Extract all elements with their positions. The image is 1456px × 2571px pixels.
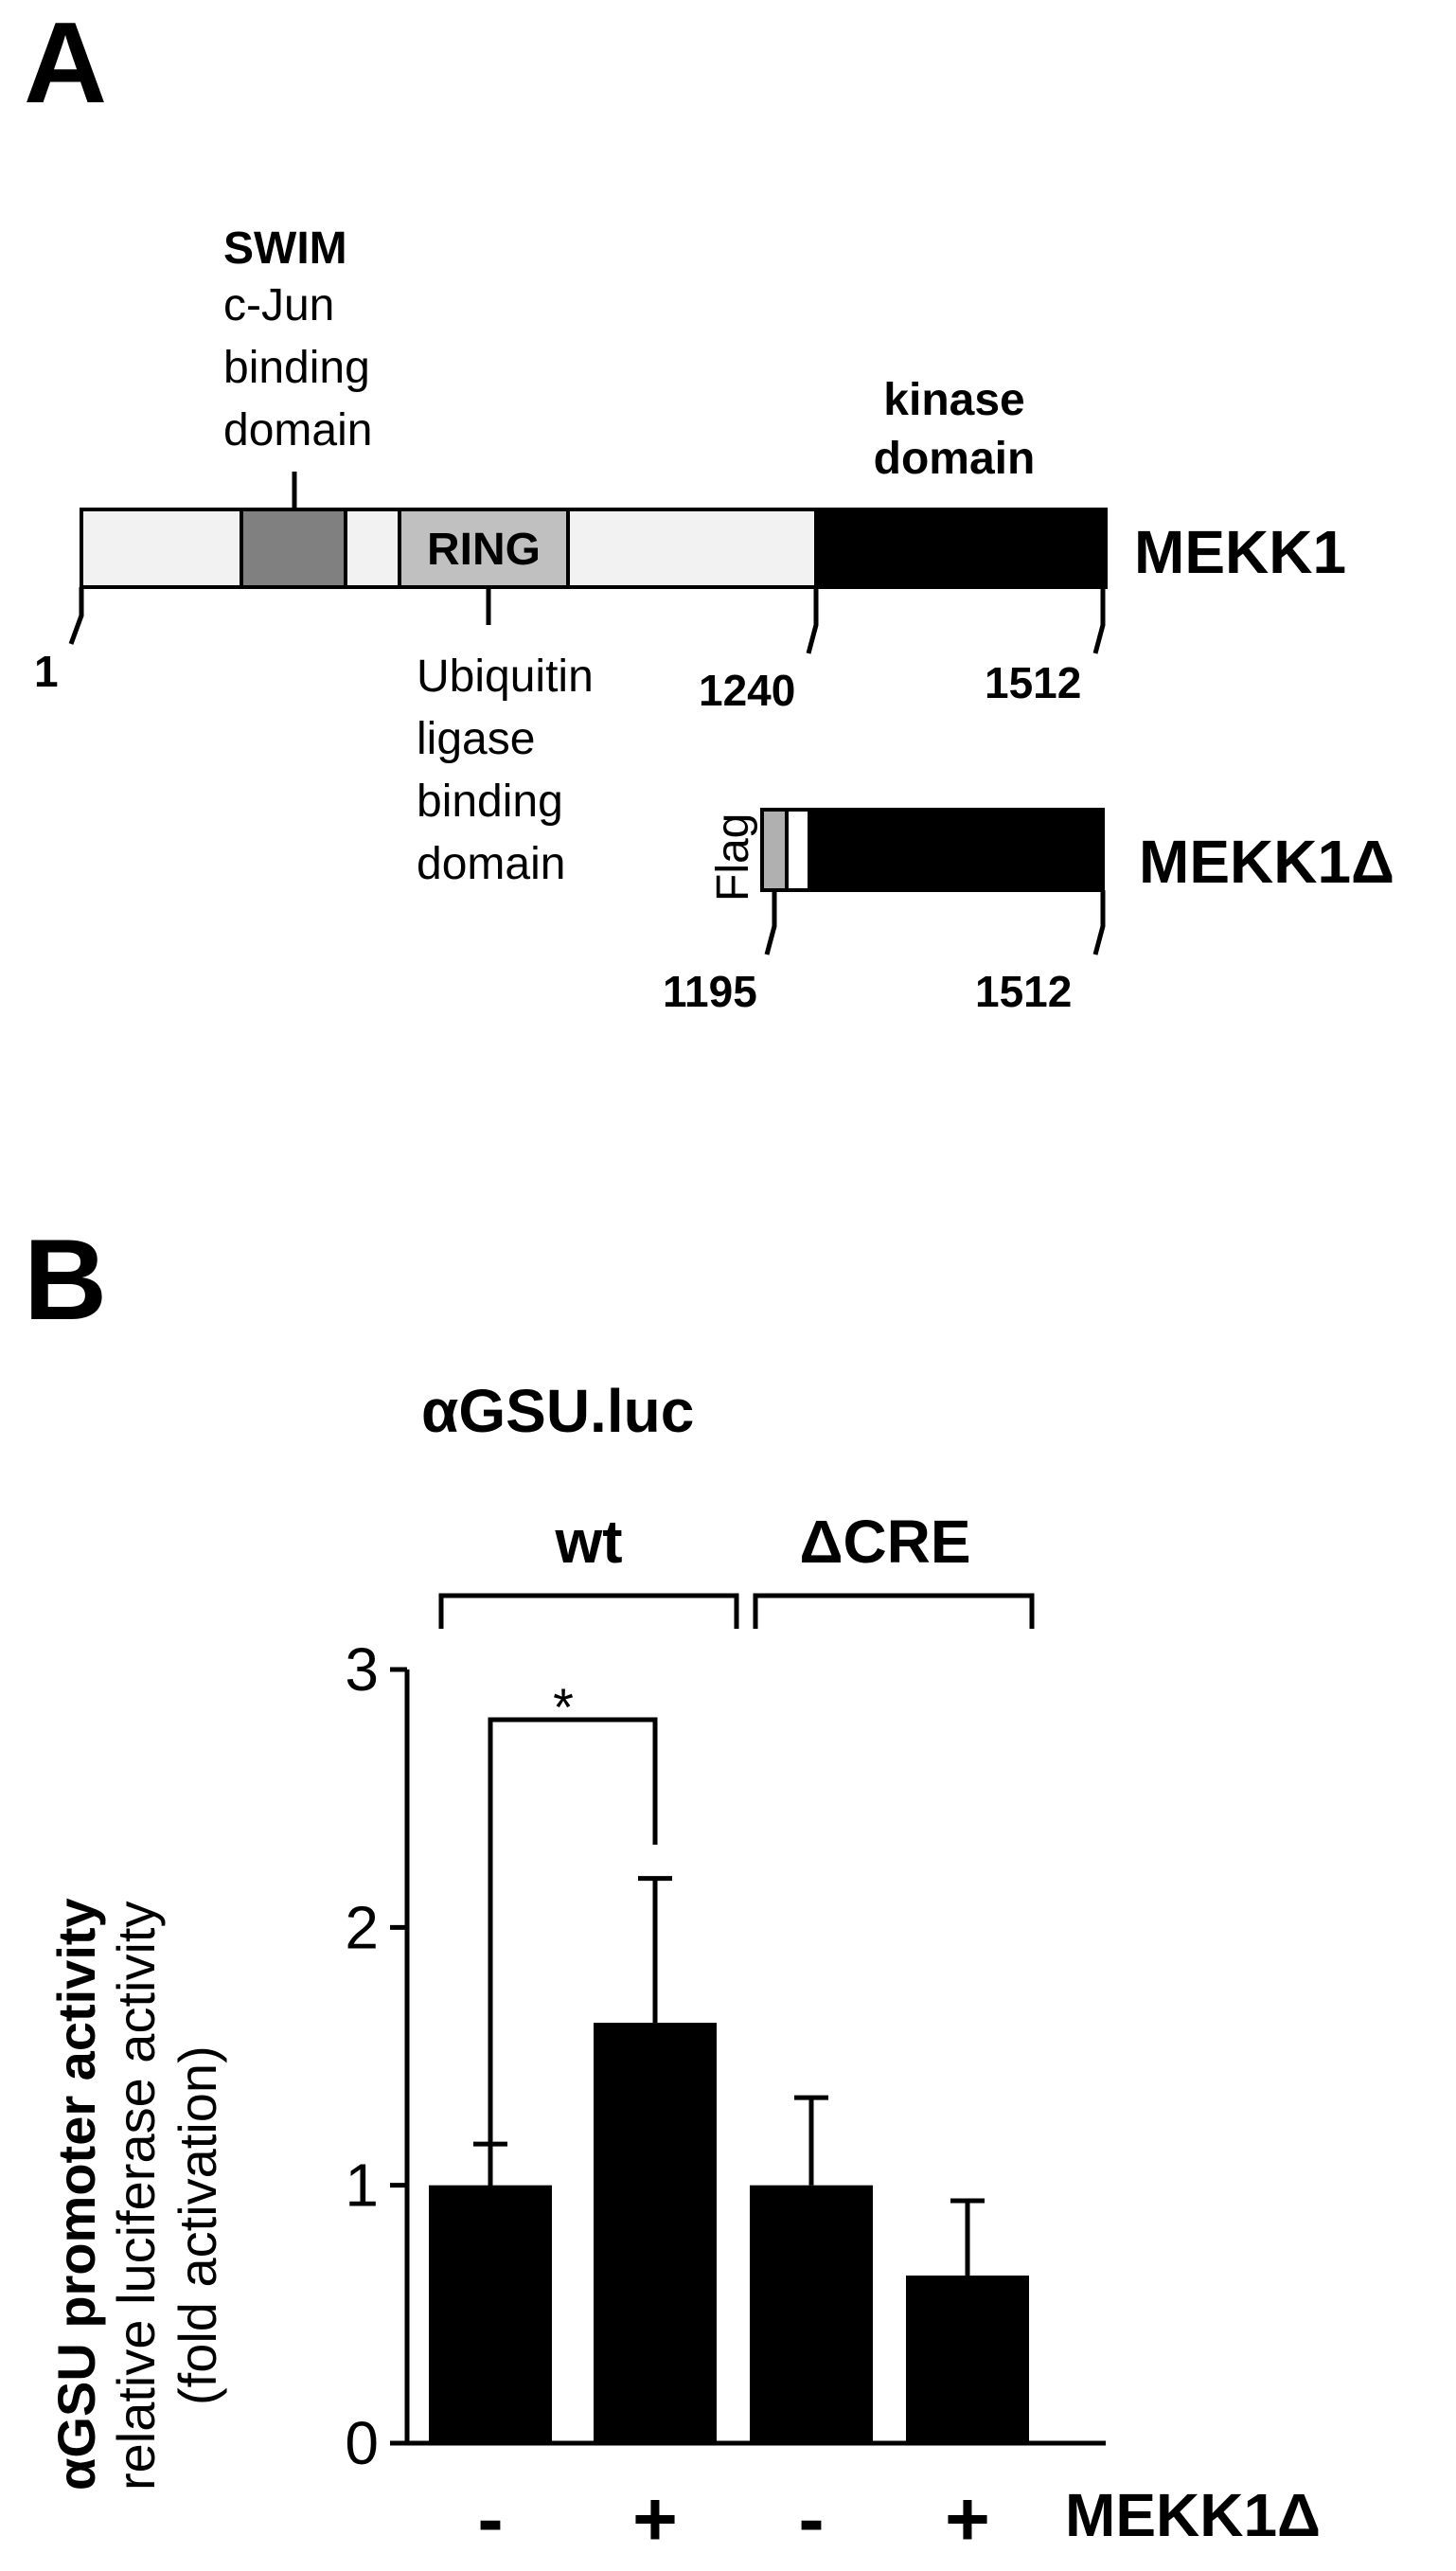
x-tick-label-4: + <box>945 2476 990 2562</box>
group-wt-bracket <box>438 1593 739 1629</box>
truncated-end-position: 1512 <box>975 967 1072 1016</box>
kinase-line-2: domain <box>874 434 1036 484</box>
swim-line-2: binding <box>223 343 370 393</box>
plot-area: 0 1 2 3 - + - + <box>345 1635 1106 2562</box>
truncated-start-tick <box>764 890 777 955</box>
mekk1-full-length: RING <box>80 508 1108 589</box>
mekk1-name: MEKK1 <box>1134 518 1346 586</box>
bar-4 <box>906 2275 1029 2443</box>
start-position: 1 <box>34 647 59 696</box>
truncated-kinase-box <box>808 808 1105 892</box>
flag-tag-box <box>760 808 789 892</box>
y-axis-title-line-1: αGSU promoter activity <box>46 1898 106 2491</box>
group-dcre-label: ΔCRE <box>799 1508 970 1576</box>
start-tick <box>68 587 84 645</box>
x-tick-label-3: - <box>798 2476 824 2562</box>
ring-line-3: binding <box>417 777 563 827</box>
y-tick-label-3: 3 <box>345 1635 379 1704</box>
y-tick-label-1: 1 <box>345 2151 379 2220</box>
truncated-end-tick <box>1092 890 1106 955</box>
treatment-label: MEKK1Δ <box>1065 2481 1321 2549</box>
significance-star: * <box>553 1677 574 1737</box>
group-wt-label: wt <box>554 1508 622 1576</box>
mekk1-truncated <box>760 808 1105 892</box>
bar-2 <box>594 2023 717 2443</box>
x-tick-label-2: + <box>632 2476 678 2562</box>
ring-line-1: Ubiquitin <box>417 652 594 702</box>
ring-line-4: domain <box>417 839 565 889</box>
construct-title: αGSU.luc <box>421 1377 694 1445</box>
flag-label: Flag <box>708 813 758 902</box>
group-dcre-bracket <box>753 1593 1035 1629</box>
y-axis-title-line-2: relative luciferase activity <box>106 1901 166 2491</box>
kinase-start-position: 1240 <box>699 666 795 715</box>
bar-3 <box>750 2185 873 2443</box>
significance-line <box>488 1717 658 2246</box>
mekk1-delta-name: MEKK1Δ <box>1139 828 1394 896</box>
truncated-start-position: 1195 <box>663 967 757 1016</box>
kinase-line-1: kinase <box>883 375 1024 425</box>
swim-title: SWIM <box>223 223 347 274</box>
significance-bracket: * <box>488 1677 658 2246</box>
end-tick <box>1092 587 1106 654</box>
y-tick-label-2: 2 <box>345 1893 379 1961</box>
y-axis-title: αGSU promoter activity relative lucifera… <box>46 1898 227 2491</box>
ring-line-2: ligase <box>417 714 535 764</box>
ring-label: RING <box>427 525 541 575</box>
panel-a: A SWIM c-Jun binding domain kinase domai… <box>24 0 1394 1016</box>
end-position: 1512 <box>985 658 1081 707</box>
kinase-domain-box <box>814 508 1108 589</box>
swim-line-1: c-Jun <box>223 280 334 330</box>
x-tick-label-1: - <box>477 2476 503 2562</box>
swim-domain-box <box>240 508 347 589</box>
y-tick-label-0: 0 <box>345 2409 379 2477</box>
swim-line-3: domain <box>223 405 372 455</box>
y-axis-title-line-3: (fold activation) <box>168 2045 227 2405</box>
kinase-start-tick <box>806 587 819 654</box>
panel-b-label: B <box>24 1215 107 1344</box>
ring-domain-box <box>398 508 570 589</box>
panel-b: B αGSU.luc wt ΔCRE αGSU promoter activit… <box>24 1215 1321 2562</box>
panel-a-label: A <box>24 0 107 127</box>
